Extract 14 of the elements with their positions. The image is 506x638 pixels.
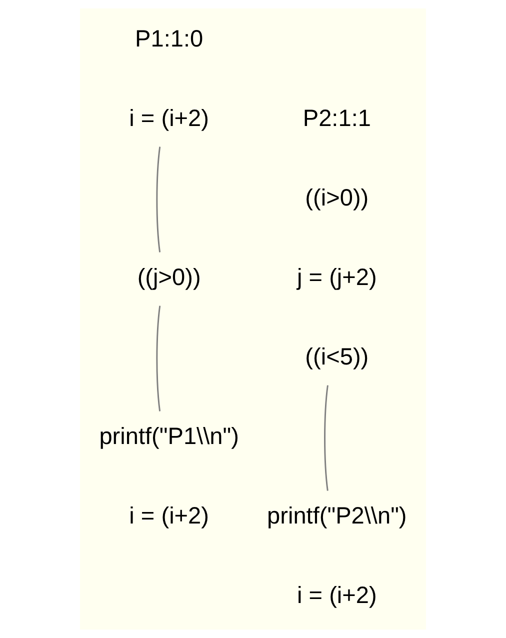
label: P1:1:0 bbox=[135, 25, 204, 52]
node-text: ((j>0)) bbox=[137, 264, 201, 290]
connector bbox=[156, 306, 161, 412]
label: i = (i+2) bbox=[297, 582, 377, 608]
label: j = (j+2) bbox=[297, 264, 377, 290]
connector bbox=[324, 385, 328, 491]
connector bbox=[156, 146, 161, 252]
node-text: printf("P2\\n") bbox=[267, 502, 407, 528]
node-text: i = (i+2) bbox=[129, 104, 209, 131]
node-text: ((i<5)) bbox=[305, 343, 369, 370]
label: P2:1:1 bbox=[302, 104, 371, 131]
label: ((i>0)) bbox=[305, 184, 369, 210]
node-text: printf("P1\\n") bbox=[99, 422, 239, 449]
label: i = (i+2) bbox=[129, 502, 209, 528]
